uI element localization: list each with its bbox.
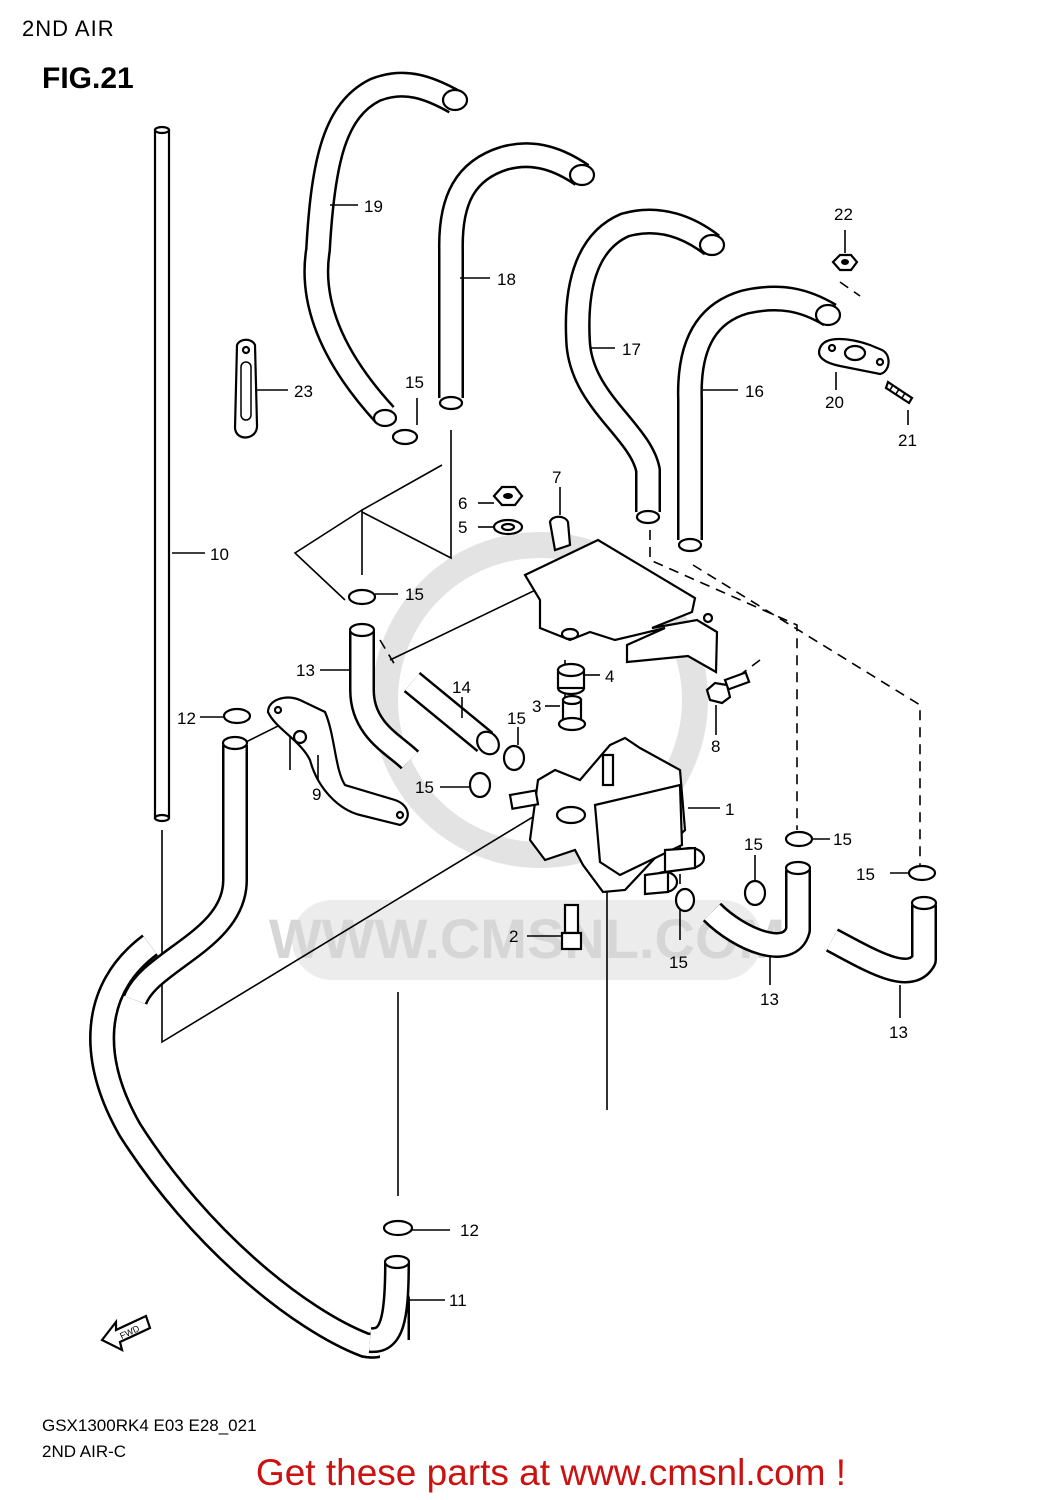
callout-10: 10 bbox=[210, 545, 229, 564]
callout-9: 9 bbox=[312, 785, 321, 804]
callout-2: 2 bbox=[509, 927, 518, 946]
part-23-bracket[interactable] bbox=[233, 338, 259, 439]
clip-15-e bbox=[784, 830, 814, 848]
callout-8: 8 bbox=[711, 737, 720, 756]
part-19-hose[interactable] bbox=[303, 71, 469, 428]
callout-22: 22 bbox=[834, 205, 853, 224]
clips bbox=[222, 428, 937, 1237]
part-12-hose-left[interactable] bbox=[122, 735, 249, 1006]
section-code: 2ND AIR-C bbox=[42, 1442, 127, 1461]
part-21-stud[interactable] bbox=[884, 380, 914, 405]
callout-15-c: 15 bbox=[507, 709, 526, 728]
part-9-bracket[interactable] bbox=[266, 696, 409, 827]
part-2-bolt[interactable] bbox=[560, 903, 583, 951]
callout-15-e: 15 bbox=[833, 830, 852, 849]
watermark: WWW.CMSNL.COM bbox=[269, 532, 785, 980]
callout-15-d: 15 bbox=[415, 778, 434, 797]
part-6-nut[interactable] bbox=[492, 485, 524, 507]
part-13-hose-lower-right[interactable] bbox=[825, 895, 938, 984]
callout-4: 4 bbox=[605, 667, 614, 686]
assembly-lines bbox=[161, 281, 921, 1196]
callout-1: 1 bbox=[725, 800, 734, 819]
part-22-nut[interactable] bbox=[831, 253, 859, 272]
callout-15-top: 15 bbox=[405, 373, 424, 392]
clip-15-c bbox=[502, 744, 526, 772]
callout-15-h: 15 bbox=[669, 953, 688, 972]
part-1-reed-valve[interactable] bbox=[508, 736, 706, 896]
callout-13-upper: 13 bbox=[296, 661, 315, 680]
part-17-hose[interactable] bbox=[564, 208, 726, 525]
callout-14: 14 bbox=[452, 678, 471, 697]
clip-12-b bbox=[382, 1219, 414, 1237]
part-14-hose[interactable] bbox=[403, 671, 503, 759]
callout-15-f: 15 bbox=[856, 865, 875, 884]
callout-21: 21 bbox=[898, 431, 917, 450]
callout-19: 19 bbox=[364, 197, 383, 216]
part-7-bracket[interactable] bbox=[523, 515, 719, 674]
callout-17: 17 bbox=[622, 340, 641, 359]
clip-15-h bbox=[674, 887, 696, 913]
callout-5: 5 bbox=[458, 518, 467, 537]
part-3-collar[interactable] bbox=[557, 694, 587, 732]
callout-7: 7 bbox=[552, 468, 561, 487]
leader-lines bbox=[172, 204, 909, 1301]
part-8-bolt[interactable] bbox=[705, 671, 751, 705]
page-title: 2ND AIR bbox=[22, 16, 115, 41]
part-16-hose[interactable] bbox=[676, 285, 842, 553]
clip-15-f bbox=[907, 864, 937, 882]
callout-18: 18 bbox=[497, 270, 516, 289]
callout-11: 11 bbox=[449, 1291, 467, 1310]
part-11-hose[interactable] bbox=[89, 934, 420, 1500]
callout-12-upper: 12 bbox=[177, 709, 196, 728]
part-4-grommet[interactable] bbox=[556, 662, 586, 696]
callout-16: 16 bbox=[745, 382, 764, 401]
part-13-hose-lower-middle[interactable] bbox=[702, 860, 812, 958]
callout-15-g: 15 bbox=[744, 835, 763, 854]
clip-15-g bbox=[743, 879, 767, 907]
callout-23: 23 bbox=[294, 382, 313, 401]
clip-15-a bbox=[391, 428, 419, 446]
callout-13-right: 13 bbox=[889, 1023, 908, 1042]
part-10-tube[interactable] bbox=[153, 125, 171, 823]
model-code: GSX1300RK4 E03 E28_021 bbox=[42, 1416, 257, 1435]
shop-link-banner[interactable]: Get these parts at www.cmsnl.com ! bbox=[255, 1452, 847, 1493]
fwd-arrow-icon: FWD bbox=[100, 1314, 152, 1353]
part-18-hose[interactable] bbox=[437, 142, 596, 411]
callout-12-lower: 12 bbox=[460, 1221, 479, 1240]
part-13-hose-upper-left[interactable] bbox=[348, 622, 420, 770]
clip-15-b bbox=[347, 588, 377, 606]
clip-15-d bbox=[468, 771, 492, 799]
callout-20: 20 bbox=[825, 393, 844, 412]
callout-labels: 19 18 17 16 23 15 22 20 21 10 6 5 7 15 1… bbox=[177, 197, 917, 1310]
part-5-washer[interactable] bbox=[492, 518, 524, 536]
clip-12-a bbox=[222, 707, 252, 725]
watermark-text: WWW.CMSNL.COM bbox=[269, 907, 785, 970]
callout-6: 6 bbox=[458, 494, 467, 513]
part-20-gasket[interactable] bbox=[817, 337, 890, 376]
callout-15-mid: 15 bbox=[405, 585, 424, 604]
figure-label: FIG.21 bbox=[42, 62, 134, 95]
callout-13-mid: 13 bbox=[760, 990, 779, 1009]
callout-3: 3 bbox=[532, 697, 541, 716]
